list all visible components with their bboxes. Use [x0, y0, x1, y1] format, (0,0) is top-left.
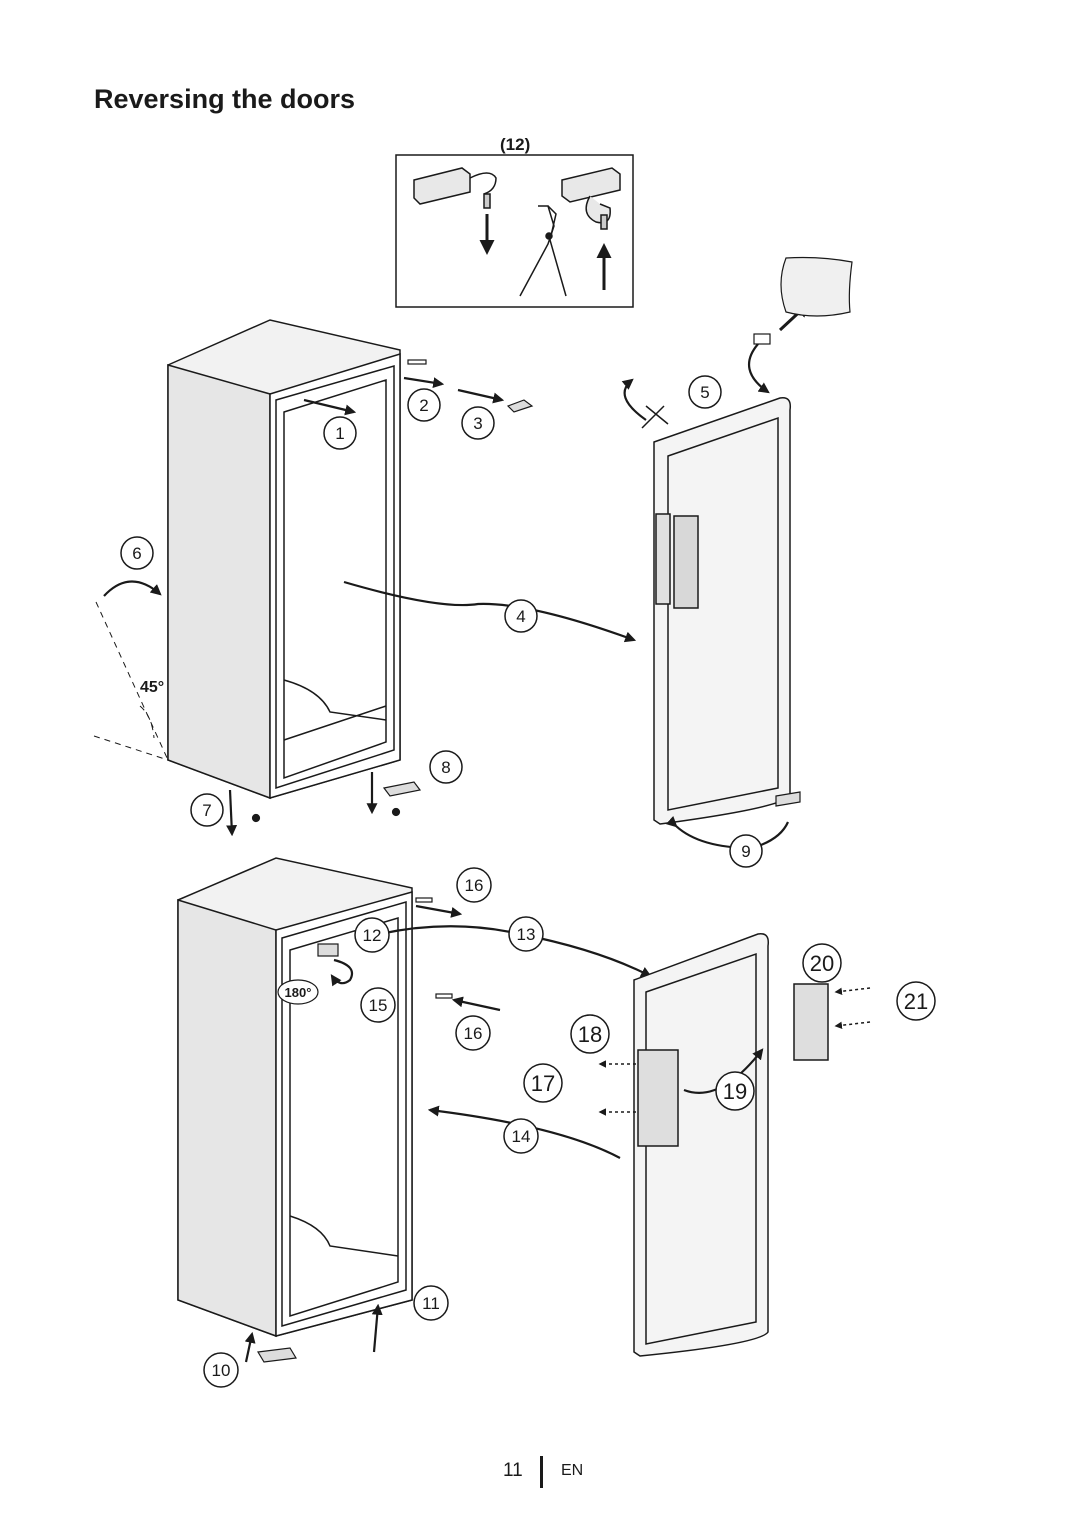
step-17: 17: [523, 1063, 563, 1103]
step-2: 2: [407, 388, 441, 422]
spare-handle: [793, 983, 829, 1061]
svg-text:9: 9: [741, 842, 750, 861]
door-reversal-diagram: (12): [93, 135, 936, 1388]
bottom-screws-top: [226, 772, 422, 837]
svg-text:21: 21: [904, 989, 928, 1014]
step-21: 21: [896, 981, 936, 1021]
tilt-angle-label: 45°: [140, 679, 164, 696]
svg-text:13: 13: [517, 925, 536, 944]
step-11: 11: [413, 1285, 449, 1321]
step-1: 1: [323, 416, 357, 450]
page-number: 11: [503, 1460, 523, 1481]
step-19: 19: [715, 1071, 755, 1111]
step-16-bottom: 16: [455, 1015, 491, 1051]
rotate-angle-label: 180°: [285, 985, 312, 1000]
svg-text:1: 1: [335, 424, 344, 443]
step-20: 20: [802, 943, 842, 983]
svg-text:19: 19: [723, 1079, 747, 1104]
pliers-icon: [519, 205, 567, 297]
top-cabinet-marks: [103, 359, 637, 643]
footer-divider: [540, 1456, 543, 1488]
page-title: Reversing the doors: [94, 84, 356, 114]
svg-text:16: 16: [465, 876, 484, 895]
step-5: 5: [688, 375, 722, 409]
inset-frame: [395, 154, 634, 308]
svg-text:20: 20: [810, 951, 834, 976]
svg-text:4: 4: [516, 607, 525, 626]
step-16-top: 16: [456, 867, 492, 903]
handle-detail: [598, 983, 871, 1116]
step-12: 12: [354, 917, 390, 953]
cabinet-top: [167, 319, 401, 800]
svg-text:15: 15: [369, 996, 388, 1015]
top-hinge-right: [561, 167, 621, 230]
svg-text:16: 16: [464, 1024, 483, 1043]
rotate-angle-badge: 180°: [277, 979, 319, 1005]
step-markers: 1 2 3 4 5 6 7 8 9 10 11 12 13 14 15 16 1…: [120, 375, 936, 1388]
step-14: 14: [503, 1118, 539, 1154]
step-18: 18: [570, 1014, 610, 1054]
svg-text:17: 17: [531, 1071, 555, 1096]
step-6: 6: [120, 536, 154, 570]
hinge-inset: (12): [395, 135, 634, 308]
svg-text:11: 11: [422, 1294, 440, 1313]
svg-text:12: 12: [363, 926, 382, 945]
step-8: 8: [429, 750, 463, 784]
svg-text:7: 7: [202, 801, 211, 820]
page-footer: 11 EN: [0, 1456, 1080, 1492]
tilt-angle-lines: [93, 601, 169, 761]
step-10: 10: [203, 1352, 239, 1388]
step-4: 4: [504, 599, 538, 633]
step-15: 15: [360, 987, 396, 1023]
step-13: 13: [508, 916, 544, 952]
door-top: [653, 397, 792, 825]
svg-text:8: 8: [441, 758, 450, 777]
svg-text:2: 2: [419, 396, 428, 415]
inset-label: (12): [500, 135, 530, 154]
svg-text:5: 5: [700, 383, 709, 402]
svg-text:3: 3: [473, 414, 482, 433]
top-hinge-left: [413, 167, 497, 209]
language-code: EN: [561, 1462, 584, 1479]
svg-text:6: 6: [132, 544, 141, 563]
step-3: 3: [461, 406, 495, 440]
svg-text:18: 18: [578, 1022, 602, 1047]
svg-text:14: 14: [512, 1127, 531, 1146]
step-7: 7: [190, 793, 224, 827]
door-bottom: [633, 933, 770, 1357]
step-9: 9: [729, 834, 763, 868]
svg-text:10: 10: [212, 1361, 231, 1380]
